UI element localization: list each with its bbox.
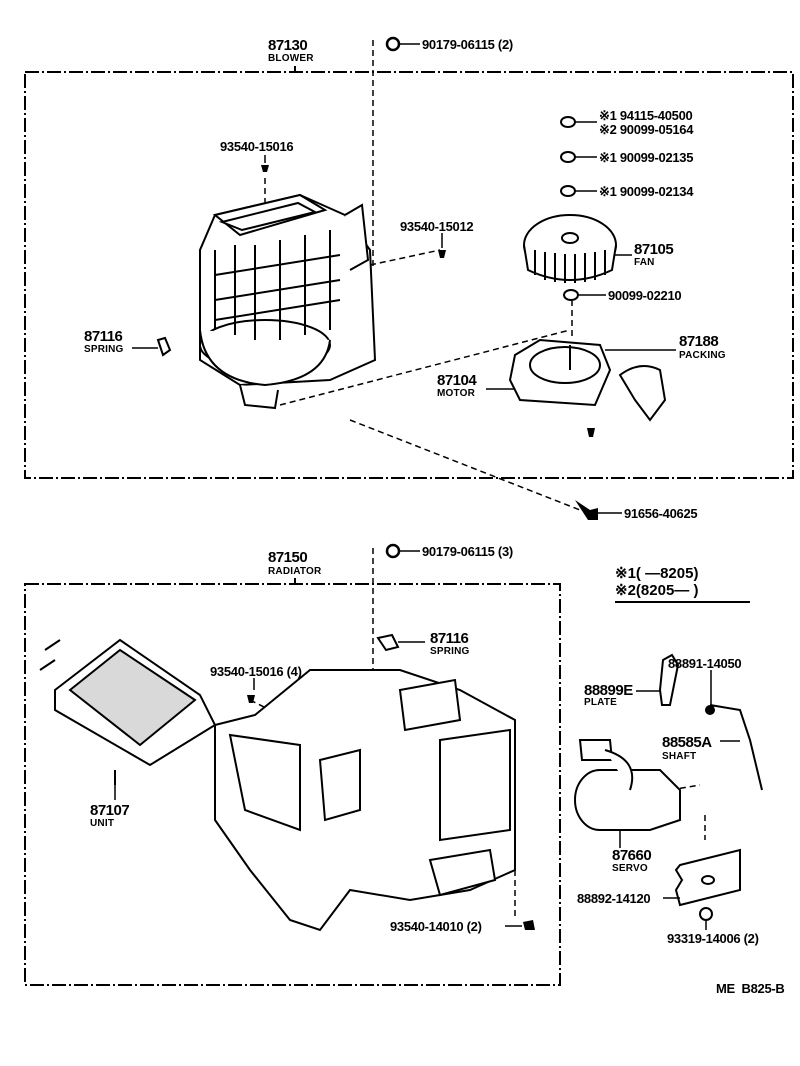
legend-mark-1: ※1 (615, 565, 636, 582)
callout-spring-part-number: 87116 (84, 328, 123, 345)
spring-icon (376, 633, 400, 652)
callout-motor-name: MOTOR (437, 388, 476, 399)
callout-washer-90099-02134: ※1 90099-02134 (599, 184, 694, 199)
callout-nut-90179-06115-3: 90179-06115 (3) (422, 544, 513, 559)
callout-spring-name: SPRING (84, 344, 124, 355)
callout-93319-14006-2: 93319-14006 (2) (667, 931, 759, 946)
callout-fan-name: FAN (634, 257, 655, 268)
callout-shaft-name: SHAFT (662, 751, 697, 762)
bracket-drawing (674, 848, 741, 907)
servo-group-name: SERVO (612, 863, 648, 874)
callout-unit-name: UNIT (90, 818, 115, 829)
bolt-icon (575, 500, 598, 520)
heater-core-drawing (39, 638, 217, 785)
callout-screw-93540-15016: 93540-15016 (220, 139, 294, 154)
callout-screw-93540-14010-2: 93540-14010 (2) (390, 919, 482, 934)
assembly-line (349, 419, 581, 511)
servo-group-part-number: 87660 (612, 847, 652, 864)
legend-row-2: ※2(8205— ) (615, 582, 750, 599)
nut-icon (385, 36, 401, 559)
legend-underline (615, 601, 750, 603)
legend-range-2: (8205— ) (635, 582, 699, 599)
shaft-drawing (705, 704, 763, 791)
callout-packing-part-number: 87188 (679, 333, 719, 350)
spring-icon (156, 336, 172, 357)
plate-drawing (658, 653, 680, 706)
callout-washer-90099-05164: ※2 90099-05164 (599, 122, 694, 137)
blower-group-name: BLOWER (268, 53, 314, 64)
callout-plate-name: PLATE (584, 697, 618, 708)
callout-washer-94115-40500: ※1 94115-40500 (599, 108, 693, 123)
callout-plate-part-number: 88899E (584, 682, 633, 699)
callout-screw-93540-15012: 93540-15012 (400, 219, 474, 234)
fan-drawing (523, 214, 617, 283)
callout-washer-90099-02135: ※1 90099-02135 (599, 150, 694, 165)
servo-drawing (574, 739, 681, 831)
callout-motor-part-number: 87104 (437, 372, 477, 389)
legend-row-1: ※1( —8205) (615, 565, 750, 582)
blower-group-frame (24, 71, 794, 479)
radiator-group-frame (24, 583, 561, 986)
legend-range-1: ( —8205) (635, 565, 699, 582)
screw-icon (261, 165, 595, 930)
blower-group-part-number: 87130 (268, 37, 308, 54)
diagram-code: ME B825-B (716, 981, 785, 996)
callout-spring2-part-number: 87116 (430, 630, 469, 647)
callout-packing-name: PACKING (679, 350, 726, 361)
blower-housing-drawing (199, 193, 377, 410)
callout-nut-90179-06115: 90179-06115 (2) (422, 37, 513, 52)
motor-drawing (508, 338, 667, 422)
radiator-housing-drawing (214, 669, 516, 932)
callout-screw-93540-15016-4: 93540-15016 (4) (210, 664, 302, 679)
callout-washer-90099-02210: 90099-02210 (608, 288, 682, 303)
screw-icon (247, 695, 255, 703)
clip-icon (699, 907, 713, 921)
callout-88891-14050: 88891-14050 (668, 656, 742, 671)
assembly-line (369, 249, 441, 266)
radiator-group-part-number: 87150 (268, 549, 308, 566)
callout-spring2-name: SPRING (430, 646, 470, 657)
callout-fan-part-number: 87105 (634, 241, 674, 258)
radiator-group-name: RADIATOR (268, 566, 322, 577)
date-range-legend: ※1( —8205) ※2(8205— ) (615, 565, 750, 603)
callout-bolt-91656-40625: 91656-40625 (624, 506, 698, 521)
callout-shaft-part-number: 88585A (662, 734, 712, 751)
callout-unit-part-number: 87107 (90, 802, 130, 819)
legend-mark-2: ※2 (615, 582, 636, 599)
callout-88892-14120: 88892-14120 (577, 891, 651, 906)
